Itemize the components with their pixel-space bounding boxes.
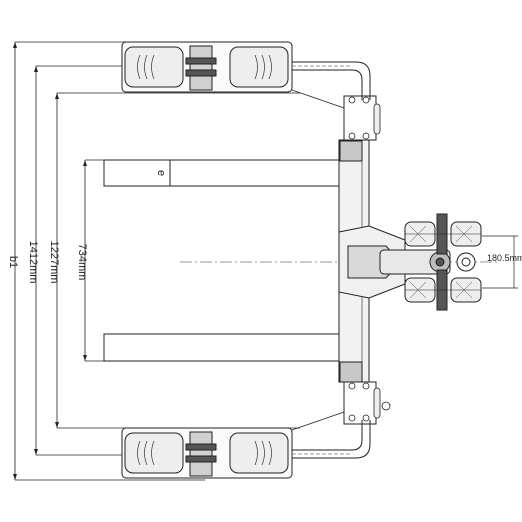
mast-top-cap: [339, 140, 363, 162]
dim-label-180: 180.5mm: [487, 253, 522, 263]
upper-fork: [103, 159, 340, 187]
forks: [103, 159, 340, 362]
lower-fork: [103, 333, 340, 362]
dim-label-1227: 1227mm: [48, 241, 60, 284]
dimension-180: [482, 235, 518, 289]
lower-stabilizer: [121, 411, 371, 479]
upper-pad-hub: [189, 45, 213, 91]
dim-label-e: e: [155, 170, 167, 176]
dim-label-1412: 1412mm: [27, 241, 39, 284]
dim-label-734: 734mm: [76, 244, 88, 281]
lower-outrigger-arm: [292, 420, 371, 459]
upper-outrigger-arm: [292, 61, 371, 100]
tow-eye-hole: [461, 257, 471, 267]
upper-mast-bracket: [343, 95, 377, 141]
lower-bolts: [348, 382, 391, 422]
lower-pad-right: [229, 432, 289, 474]
upper-pad-treads: [137, 54, 272, 80]
upper-stabilizer: [121, 41, 371, 109]
lower-pad-hub: [189, 431, 213, 477]
lower-pad-treads: [137, 440, 272, 466]
lower-pad-left: [124, 432, 184, 474]
upper-pad-right: [229, 46, 289, 88]
dim-label-b1: b1: [7, 256, 19, 268]
drive-unit: [338, 225, 476, 299]
upper-bolts: [348, 96, 381, 140]
mast-bottom-cap: [339, 361, 363, 383]
upper-pad-left: [124, 46, 184, 88]
dimension-e: [170, 159, 176, 187]
dimension-arrows: [13, 42, 87, 480]
drive-wheels: [404, 213, 482, 311]
steer-hub-inner: [435, 257, 445, 267]
drive-wheel-treads: [409, 225, 473, 299]
